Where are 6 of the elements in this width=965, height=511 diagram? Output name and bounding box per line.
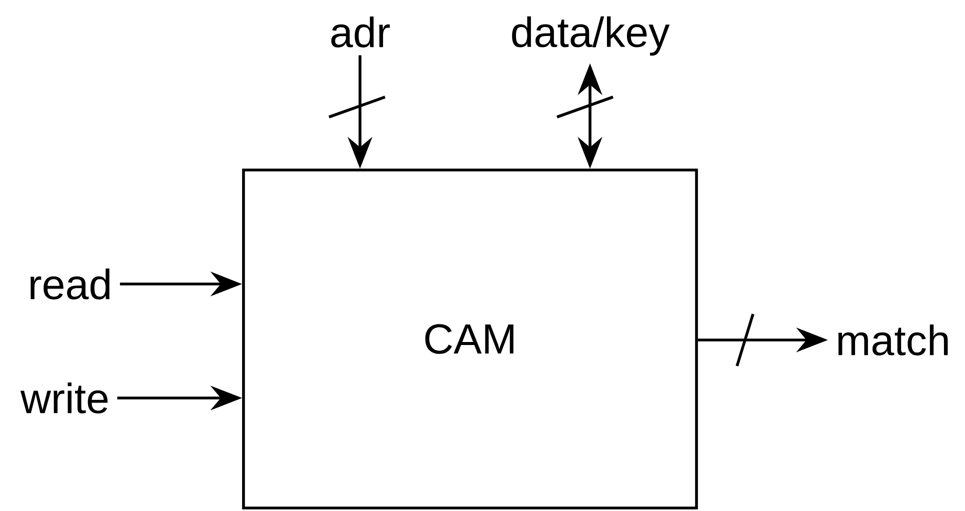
signal-label: adr	[331, 16, 390, 48]
block-box: CAM	[242, 168, 698, 510]
signal-label: read	[30, 268, 110, 300]
signal-label: write	[20, 382, 108, 414]
signal-label: match	[838, 324, 948, 356]
signal-label: data/key	[512, 16, 670, 56]
